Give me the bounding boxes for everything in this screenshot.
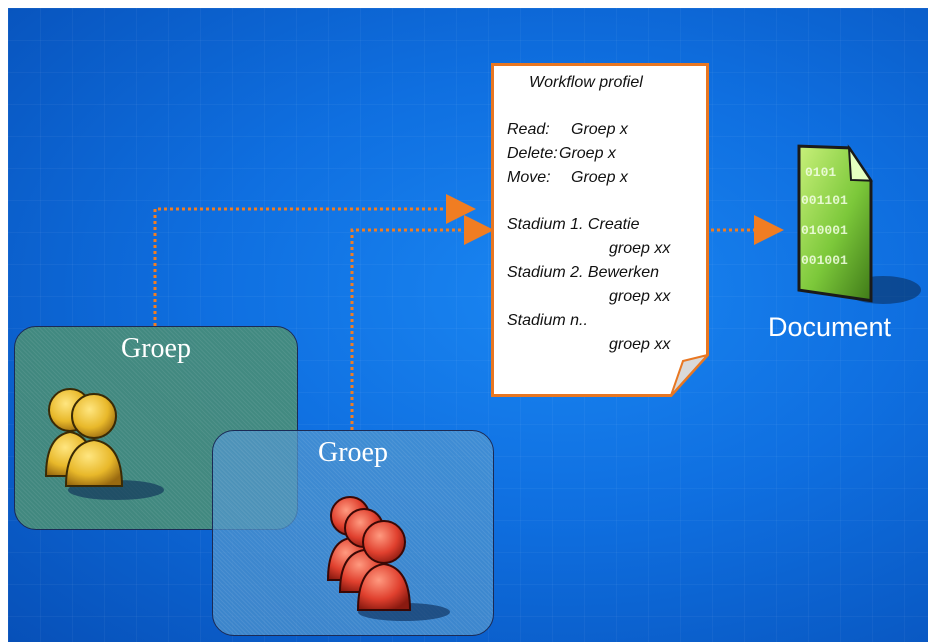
- document-label: Document: [768, 312, 892, 342]
- stage-label: Stadium 1. Creatie: [507, 216, 640, 233]
- binary-line: 001101: [801, 193, 848, 208]
- binary-digits: 0101 001101 010001 001001: [801, 165, 848, 268]
- people-icon-yellow: [44, 388, 164, 500]
- binary-line: 010001: [801, 223, 848, 238]
- permission-label: Delete:: [507, 145, 558, 162]
- arrow-group1-to-profile: [153, 194, 476, 326]
- permission-value: Groep x: [559, 145, 616, 162]
- permission-value: Groep x: [571, 169, 628, 186]
- profile-content: Workflow profiel Read: Groep x Delete: G…: [491, 63, 709, 397]
- page-shape: [491, 63, 709, 397]
- group-title: Groep: [318, 437, 388, 468]
- stage-group: groep xx: [609, 288, 671, 305]
- binary-line: 001001: [801, 253, 848, 268]
- permission-value: Groep x: [571, 121, 628, 138]
- group-title: Groep: [121, 333, 191, 364]
- stage-group: groep xx: [609, 336, 671, 353]
- stage-label: Stadium n..: [507, 312, 588, 329]
- stage-group: groep xx: [609, 240, 671, 257]
- background: [8, 8, 928, 642]
- arrow-group2-to-profile: [350, 215, 494, 430]
- permission-label: Move:: [507, 169, 551, 186]
- profile-title: Workflow profiel: [529, 74, 643, 91]
- binary-line: 0101: [805, 165, 836, 180]
- stage-label: Stadium 2. Bewerken: [507, 264, 660, 281]
- document-icon[interactable]: 0101 001101 010001 001001: [795, 142, 925, 312]
- people-icon-red: [326, 496, 450, 621]
- workflow-profile-card[interactable]: Workflow profiel Read: Groep x Delete: G…: [491, 63, 709, 397]
- permission-label: Read:: [507, 121, 550, 138]
